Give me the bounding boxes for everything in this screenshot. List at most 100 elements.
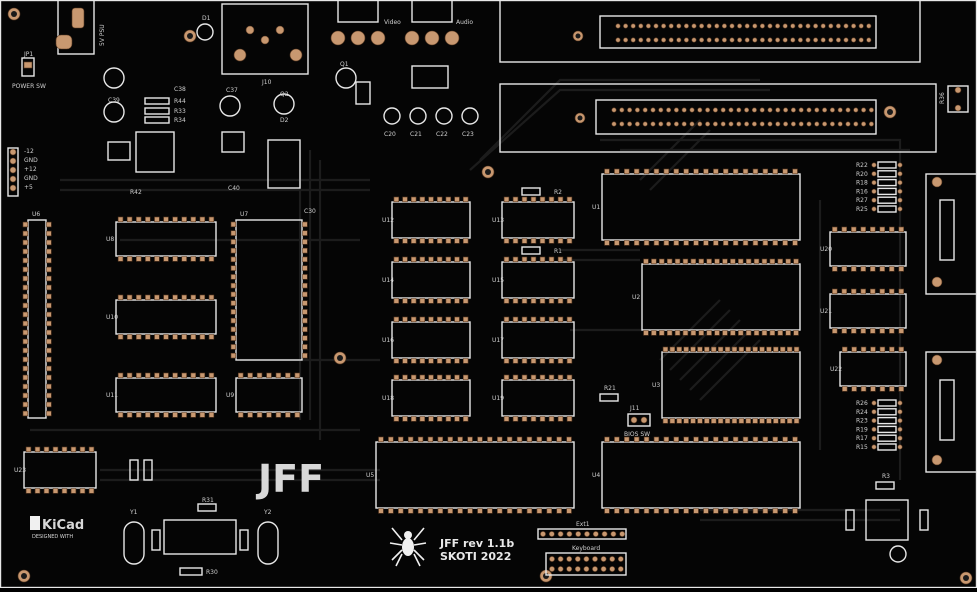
ic-label-u5: U5: [366, 472, 374, 479]
ic-u4: U4: [592, 436, 801, 514]
right-bottom-components: [845, 481, 929, 563]
r2-label: R2: [554, 189, 562, 196]
ic-u21: U21: [820, 288, 907, 334]
c20-label: C20: [384, 131, 396, 138]
ic-u5: U5: [366, 436, 575, 514]
ic-u2: U2: [632, 258, 801, 336]
ic-label-u10: U10: [106, 314, 118, 321]
r30-label: R30: [206, 569, 218, 576]
spider-icon: [389, 527, 427, 567]
ic-label-u12: U12: [382, 217, 394, 224]
resistor-r26: [877, 399, 897, 407]
ic-u14: U14: [382, 256, 471, 304]
dsub-connector-top[interactable]: [925, 173, 977, 295]
ic-u8: U8: [106, 216, 217, 262]
r33-label: R33: [174, 108, 186, 115]
d1-label: D1: [202, 15, 211, 22]
ext1-label: Ext1: [576, 521, 590, 528]
ext1-header[interactable]: [537, 528, 627, 540]
resistor-label-r15: R15: [856, 444, 868, 451]
jp1-jumper[interactable]: [21, 57, 35, 77]
resistor-r19: [877, 425, 897, 434]
d2-label: D2: [280, 117, 289, 124]
ic-u17: U17: [492, 316, 575, 364]
ic-label-u22: U22: [830, 366, 842, 373]
ic-label-u11: U11: [106, 392, 118, 399]
ic-u11: U11: [106, 372, 217, 418]
svg-text:KiCad: KiCad: [42, 518, 84, 533]
bios-switch[interactable]: [627, 413, 651, 427]
resistor-label-r16: R16: [856, 188, 868, 195]
resistor-label-r23: R23: [856, 418, 868, 425]
kicad-badge: KiCad DESIGNED WITH: [30, 516, 84, 540]
edge-connector-bottom[interactable]: [499, 83, 937, 153]
power-header[interactable]: [7, 147, 19, 197]
c37-label: C37: [226, 87, 238, 94]
psu-connector[interactable]: [55, 0, 95, 55]
q2-label: Q2: [280, 91, 289, 98]
resistor-label-r25: R25: [856, 206, 868, 213]
power-label-2: +12: [24, 166, 37, 173]
ic-u20: U20: [820, 226, 907, 272]
j10-label: J10: [261, 79, 272, 86]
r2-body: [521, 187, 541, 196]
ic-label-u6: U6: [32, 211, 40, 218]
r1-body: [521, 246, 541, 255]
author-text: SKOTI 2022: [440, 550, 511, 563]
resistor-r17: [877, 434, 897, 442]
resistor-r25: [877, 205, 897, 213]
video-label: Video: [384, 19, 401, 26]
dsub-connector-bottom[interactable]: [925, 351, 977, 473]
ic-u6: U6: [22, 211, 52, 419]
ic-label-u23: U23: [14, 467, 26, 474]
ic-label-u4: U4: [592, 472, 600, 479]
ic-label-u7: U7: [240, 211, 248, 218]
audio-label: Audio: [456, 19, 473, 26]
resistor-label-r20: R20: [856, 171, 868, 178]
keyboard-header[interactable]: [545, 552, 627, 576]
revision-text: JFF rev 1.1b: [439, 537, 514, 550]
keyboard-label: Keyboard: [572, 545, 600, 552]
r21-body: [599, 393, 619, 402]
r44-label: R44: [174, 98, 186, 105]
y2-label: Y2: [263, 509, 272, 516]
edge-connector-top[interactable]: [499, 0, 921, 63]
ic-u3: U3: [652, 346, 801, 424]
ic-u13: U13: [492, 196, 575, 244]
ic-u16: U16: [382, 316, 471, 364]
crystals: [123, 459, 279, 576]
ic-label-u14: U14: [382, 277, 394, 284]
ic-label-u13: U13: [492, 217, 504, 224]
ic-u18: U18: [382, 374, 471, 422]
mounting-holes: [7, 7, 973, 585]
ic-u15: U15: [492, 256, 575, 304]
resistor-r27: [877, 196, 897, 204]
j10-connector[interactable]: [221, 3, 309, 75]
resistor-label-r26: R26: [856, 400, 868, 407]
resistor-r18: [877, 178, 897, 187]
jff-logo: JFF: [255, 457, 324, 501]
ic-u23: U23: [14, 446, 97, 494]
ic-label-u1: U1: [592, 204, 600, 211]
ic-u7: U7: [230, 211, 308, 361]
cap-row: [383, 107, 479, 125]
ic-label-u8: U8: [106, 236, 114, 243]
ic-label-u2: U2: [632, 294, 640, 301]
resistor-label-r24: R24: [856, 409, 868, 416]
r36-label: R36: [939, 92, 946, 104]
ic-u12: U12: [382, 196, 471, 244]
ic-label-u16: U16: [382, 337, 394, 344]
r36-component[interactable]: [947, 85, 969, 113]
video-connector[interactable]: [330, 0, 386, 46]
passives-top-left: [103, 23, 449, 189]
ic-label-u20: U20: [820, 246, 832, 253]
j11-label: J11: [629, 405, 640, 412]
ic-label-u9: U9: [226, 392, 234, 399]
resistor-r15: [877, 443, 897, 451]
audio-connector[interactable]: [404, 0, 460, 46]
r3-label: R3: [882, 473, 890, 480]
ic-label-u15: U15: [492, 277, 504, 284]
